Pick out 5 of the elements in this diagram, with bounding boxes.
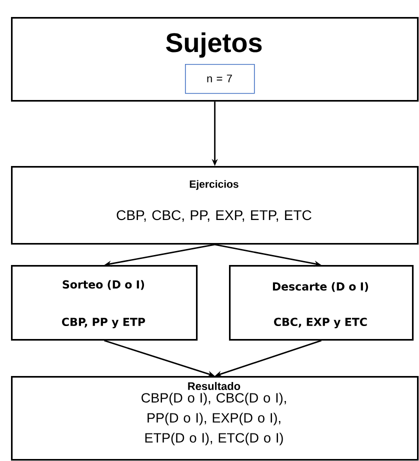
result-box: Resultado CBP(D o I), CBC(D o I), PP(D o I), EXP(D o I), ETP(D o I), ETC(D o I): [11, 376, 419, 461]
process-box: Sorteo (D o I) CBP, PP y ETP: [11, 265, 198, 341]
count-box: n = 7: [185, 64, 255, 94]
process-box: Ejercicios CBP, CBC, PP, EXP, ETP, ETC: [11, 166, 419, 245]
process-box: Descarte (D o I) CBC, EXP y ETC: [229, 265, 414, 341]
